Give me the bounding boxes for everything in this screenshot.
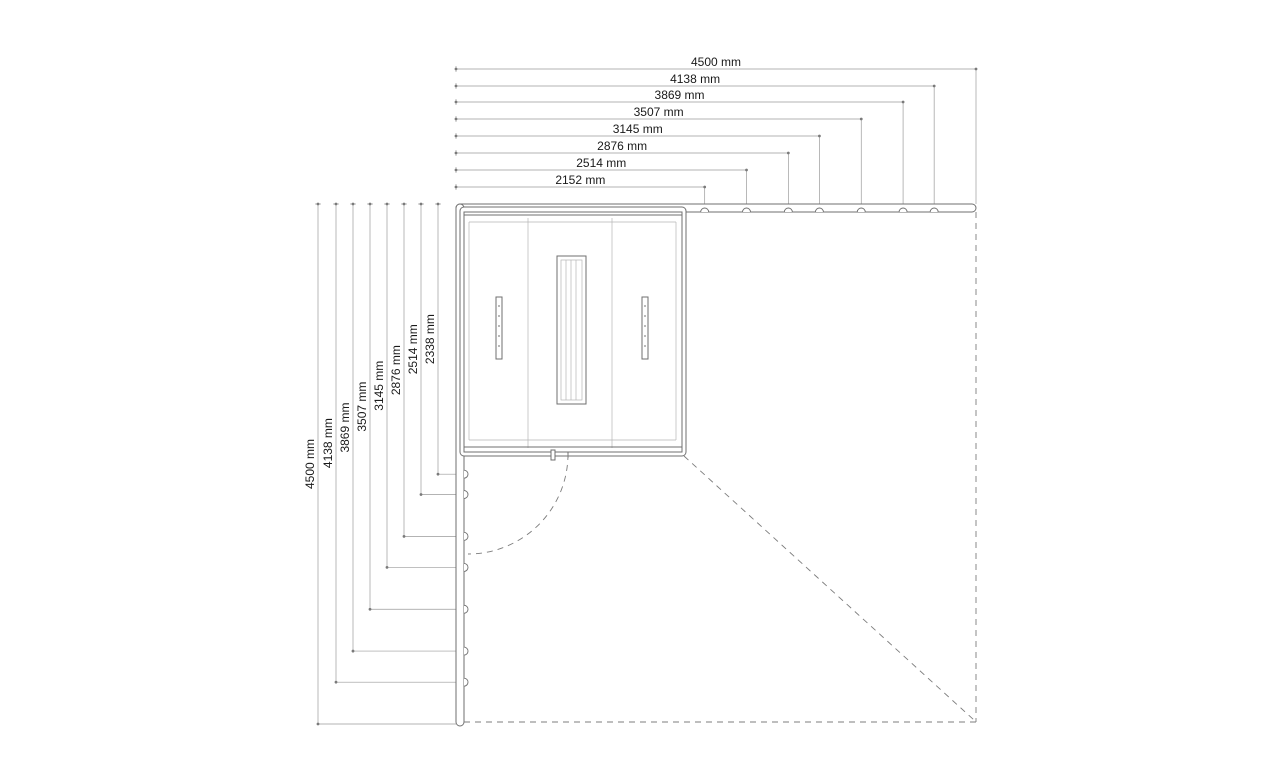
rail-post — [463, 677, 469, 687]
door-swing — [467, 449, 569, 555]
dimension-horizontal: 2876 mm — [454, 139, 790, 204]
center-bench — [556, 255, 587, 405]
horizontal-dimensions: 4500 mm 4138 mm 3869 mm 3507 mm 3145 mm 2876 … — [454, 55, 978, 204]
rail-post — [463, 469, 469, 479]
rail-post — [463, 646, 469, 656]
rail-post — [463, 531, 469, 541]
dimension-label: 4138 mm — [670, 72, 720, 86]
dimension-horizontal: 4138 mm — [454, 72, 936, 204]
cabin-room — [459, 206, 687, 457]
dimension-vertical: 4500 mm — [303, 202, 456, 726]
rail-post — [463, 562, 469, 572]
rail-post — [463, 490, 469, 499]
dimension-horizontal: 4500 mm — [454, 55, 978, 204]
dimension-label: 3869 mm — [655, 88, 705, 102]
dimension-label: 3869 mm — [338, 403, 352, 453]
left-light-fixture — [495, 296, 503, 360]
right-light-fixture — [641, 296, 649, 360]
dimension-vertical: 3507 mm — [355, 202, 456, 611]
dimension-label: 2338 mm — [423, 314, 437, 364]
open-area-outline — [464, 212, 977, 723]
rail-post — [783, 207, 793, 213]
dimension-label: 2152 mm — [555, 173, 605, 187]
dimension-horizontal: 3145 mm — [454, 122, 821, 204]
dimension-horizontal: 2514 mm — [454, 156, 748, 204]
dimension-horizontal: 2152 mm — [454, 173, 707, 204]
rail-post — [898, 207, 908, 213]
dimension-horizontal: 3869 mm — [454, 88, 905, 204]
dimension-vertical: 3869 mm — [338, 202, 456, 653]
dimension-label: 2514 mm — [406, 324, 420, 374]
dimension-vertical: 3145 mm — [372, 202, 456, 569]
rail-post-markers — [463, 207, 939, 687]
dimension-label: 3145 mm — [372, 361, 386, 411]
dimension-label: 2514 mm — [576, 156, 626, 170]
rail-post — [700, 207, 710, 213]
dimension-label: 2876 mm — [389, 345, 403, 395]
dimension-label: 3507 mm — [634, 105, 684, 119]
rail-post — [856, 207, 866, 213]
dimension-vertical: 2876 mm — [389, 202, 456, 538]
dimension-label: 4500 mm — [691, 55, 741, 69]
dimension-vertical: 2514 mm — [406, 202, 456, 496]
dimension-label: 4500 mm — [303, 439, 317, 489]
dimension-vertical: 4138 mm — [321, 202, 456, 684]
rail-post — [929, 207, 939, 213]
dimension-horizontal: 3507 mm — [454, 105, 863, 204]
dimension-label: 3145 mm — [613, 122, 663, 136]
rail-post — [742, 207, 751, 213]
dimension-label: 3507 mm — [355, 382, 369, 432]
rail-post — [463, 604, 469, 614]
dimension-label: 4138 mm — [321, 418, 335, 468]
rail-post — [814, 207, 824, 213]
dimension-vertical: 2338 mm — [423, 202, 456, 476]
dimension-label: 2876 mm — [597, 139, 647, 153]
